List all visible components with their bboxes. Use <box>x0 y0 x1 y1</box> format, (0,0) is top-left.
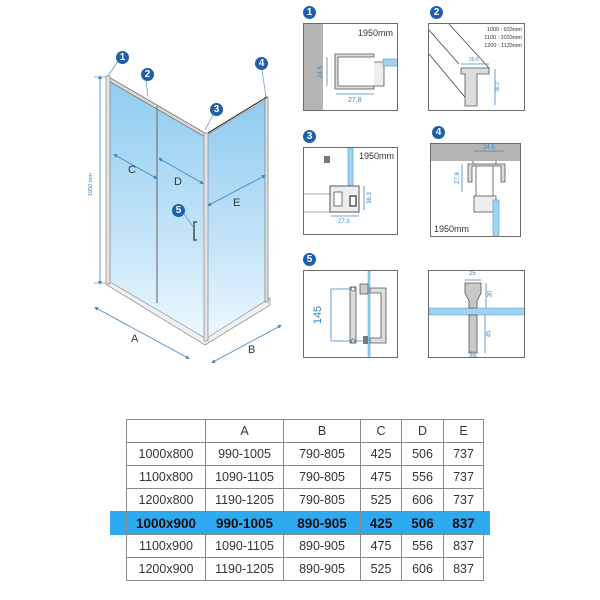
detail-badge-1: 1 <box>303 6 316 19</box>
cell-e: 837 <box>443 557 484 581</box>
height-dimension-label: 1950 mm <box>88 173 94 196</box>
detail-6-dim-shaft-width: 15 <box>470 351 476 357</box>
detail-badge-4: 4 <box>432 126 445 139</box>
detail-badge-3: 3 <box>303 130 316 143</box>
detail-2-dim-width: 20.6 <box>469 57 479 63</box>
header-cell: C <box>360 419 402 443</box>
cell-c: 475 <box>360 465 402 489</box>
size-cell: 1000x900 <box>126 511 206 535</box>
detail-badge-2: 2 <box>430 6 443 19</box>
cell-e: 837 <box>443 511 484 535</box>
top-rail-profile-drawing <box>429 24 496 107</box>
cell-b: 890-905 <box>283 511 361 535</box>
callout-badge-3: 3 <box>210 103 223 116</box>
header-cell: B <box>283 419 361 443</box>
detail-1-height-text: 1950mm <box>357 28 393 38</box>
cell-e: 737 <box>443 465 484 489</box>
wall-profile-drawing <box>304 24 397 110</box>
dimension-label-b: B <box>248 344 256 356</box>
corner-profile-drawing <box>304 148 365 217</box>
callout-badge-2: 2 <box>141 68 154 81</box>
table-row: 1200x800 1190-1205 790-805 525 606 737 <box>126 488 484 512</box>
detail-6-dim-top-width: 25 <box>469 271 476 277</box>
cell-c: 525 <box>360 557 402 581</box>
cell-c: 475 <box>360 534 402 558</box>
cell-c: 425 <box>360 442 402 466</box>
detail-panel-6: 25 30 45 15 <box>428 270 525 358</box>
detail-2-length-1100: 1100 : 1033mm <box>484 35 522 41</box>
detail-2-length-1000: 1000 : 933mm <box>486 27 522 33</box>
dimension-label-c: C <box>128 164 136 176</box>
table-row: 1200x900 1190-1205 890-905 525 606 837 <box>126 557 484 581</box>
cell-d: 606 <box>401 488 444 512</box>
header-cell: E <box>443 419 484 443</box>
cell-c: 425 <box>360 511 402 535</box>
detail-1-dim-horizontal: 27.8 <box>348 97 362 104</box>
detail-2-length-1200: 1200 : 1133mm <box>484 43 522 49</box>
cell-b: 790-805 <box>283 488 361 512</box>
cell-e: 837 <box>443 534 484 558</box>
table-row: 1000x800 990-1005 790-805 425 506 737 <box>126 442 484 466</box>
detail-4-height-text: 1950mm <box>434 224 470 234</box>
cell-b: 890-905 <box>283 534 361 558</box>
table-row: 1100x800 1090-1105 790-805 475 556 737 <box>126 465 484 489</box>
detail-6-dim-top-height: 30 <box>487 290 494 298</box>
detail-badge-5: 5 <box>303 253 316 266</box>
dimension-label-a: A <box>131 333 139 345</box>
shower-enclosure-illustration: 1950 mm <box>88 60 282 363</box>
cell-a: 1090-1105 <box>205 465 284 489</box>
cell-a: 1090-1105 <box>205 534 284 558</box>
table-header-row: A B C D E <box>126 419 484 443</box>
detail-6-dim-shaft-height: 45 <box>486 330 493 338</box>
callout-badge-1: 1 <box>116 51 129 64</box>
cell-a: 1190-1205 <box>205 557 284 581</box>
cell-e: 737 <box>443 488 484 512</box>
table-row-highlighted: 1000x900 990-1005 890-905 425 506 837 <box>126 511 484 535</box>
dimension-label-d: D <box>174 176 182 188</box>
cell-d: 506 <box>401 511 444 535</box>
detail-3-height-text: 1950mm <box>358 151 394 161</box>
cell-b: 790-805 <box>283 465 361 489</box>
callout-badge-5: 5 <box>172 204 185 217</box>
detail-panel-2: 1000 : 933mm 1100 : 1033mm 1200 : 1133mm… <box>428 23 525 111</box>
detail-4-dim-vertical: 27.8 <box>454 172 461 184</box>
handle-drawing <box>330 271 387 357</box>
header-cell: D <box>401 419 444 443</box>
detail-1-dim-vertical: 24.5 <box>317 66 324 78</box>
size-cell: 1100x800 <box>126 465 206 489</box>
detail-4-dim-horizontal: 24.5 <box>483 145 495 151</box>
wall-channel-drawing <box>431 144 520 236</box>
table-row: 1100x900 1090-1105 890-905 475 556 837 <box>126 534 484 558</box>
header-cell <box>126 419 206 443</box>
callout-badge-4: 4 <box>255 57 268 70</box>
size-spec-table: A B C D E 1000x800 990-1005 790-805 425 … <box>126 419 484 581</box>
detail-panel-5: 145 <box>303 270 398 358</box>
cell-a: 990-1005 <box>205 511 284 535</box>
detail-3-dim-vertical: 36.3 <box>366 192 373 204</box>
cell-a: 1190-1205 <box>205 488 284 512</box>
detail-2-dim-height: 36.2 <box>494 82 501 92</box>
cell-d: 606 <box>401 557 444 581</box>
cell-d: 556 <box>401 465 444 489</box>
size-cell: 1000x800 <box>126 442 206 466</box>
detail-panel-1: 1950mm 24.5 27.8 <box>303 23 398 111</box>
cell-d: 506 <box>401 442 444 466</box>
cell-b: 790-805 <box>283 442 361 466</box>
knob-drawing <box>429 279 524 357</box>
cell-b: 890-905 <box>283 557 361 581</box>
header-cell: A <box>205 419 284 443</box>
dimension-label-e: E <box>233 197 241 209</box>
size-cell: 1200x900 <box>126 557 206 581</box>
detail-3-dim-horizontal: 27.3 <box>338 219 350 225</box>
cell-a: 990-1005 <box>205 442 284 466</box>
detail-panel-4: 24.5 27.8 1950mm <box>430 143 521 237</box>
cell-e: 737 <box>443 442 484 466</box>
cell-c: 525 <box>360 488 402 512</box>
size-cell: 1100x900 <box>126 534 206 558</box>
detail-panel-3: 1950mm 36.3 27.3 <box>303 147 398 235</box>
detail-5-dim-handle: 145 <box>312 305 325 325</box>
cell-d: 556 <box>401 534 444 558</box>
size-cell: 1200x800 <box>126 488 206 512</box>
